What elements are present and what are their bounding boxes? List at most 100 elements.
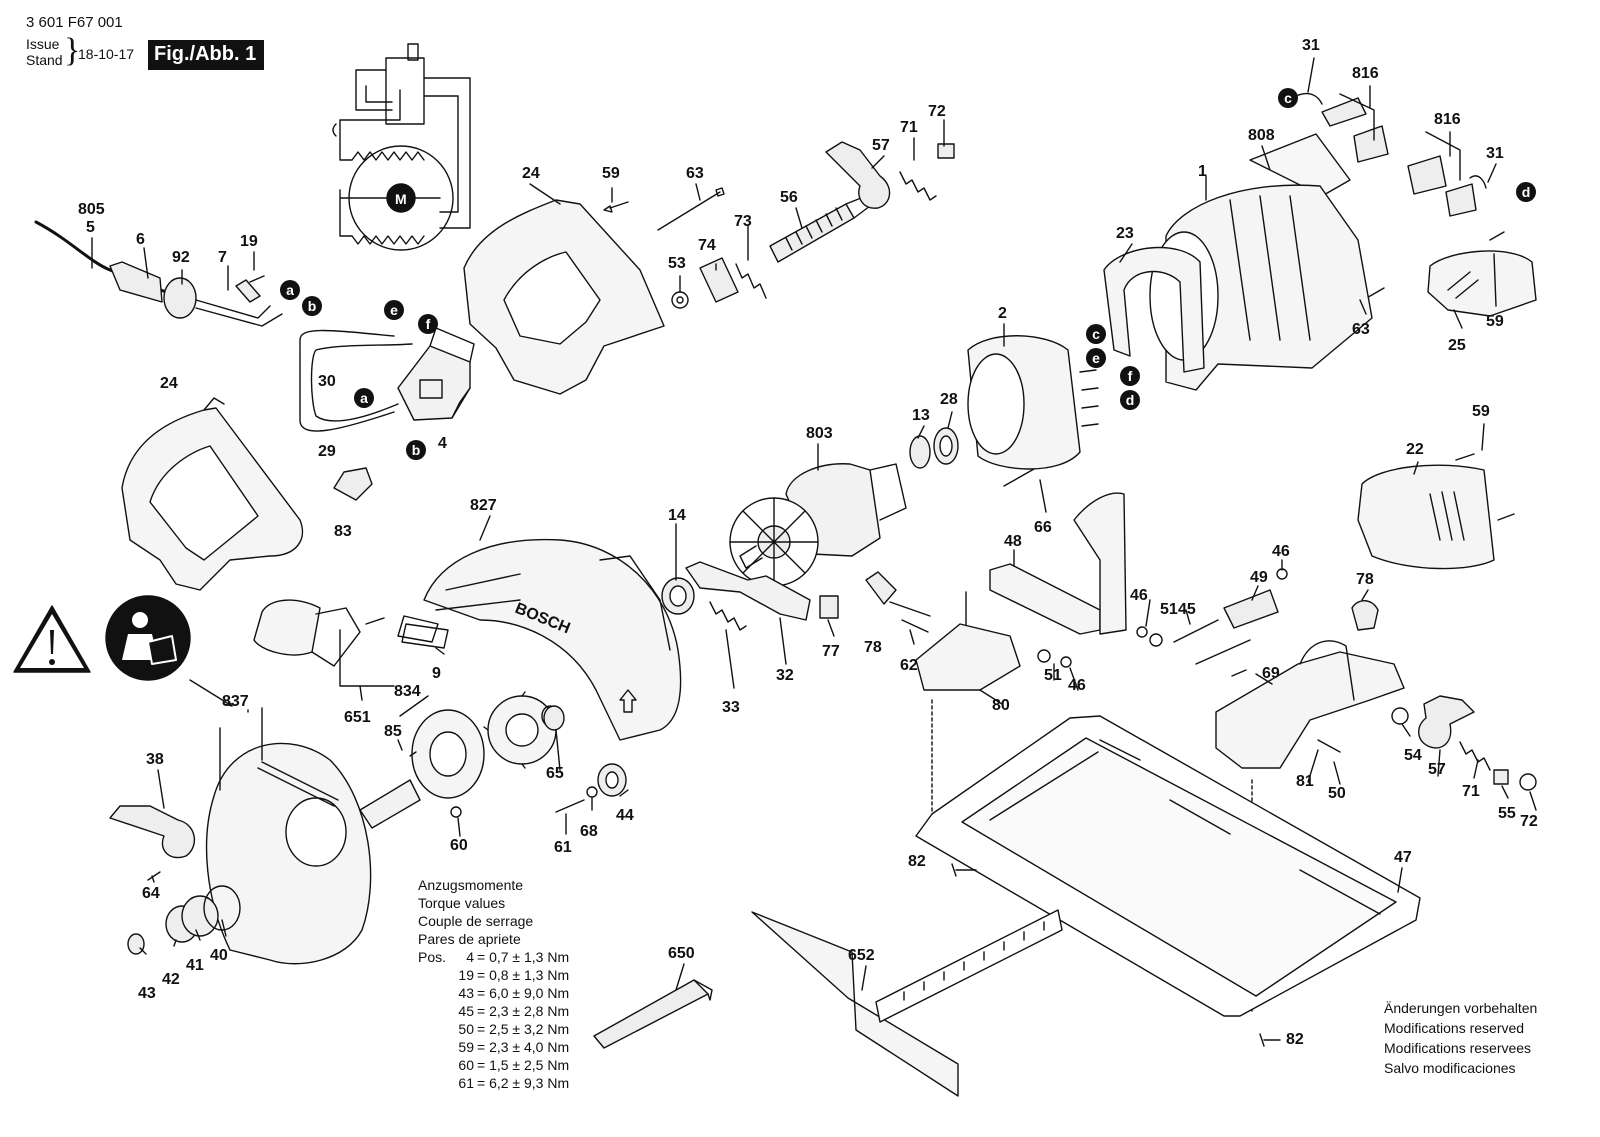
torque-pos: 59 — [458, 1039, 474, 1055]
callout-51b: 51 — [1044, 667, 1062, 684]
torque-pos-label — [418, 1074, 454, 1092]
connector-f1: f — [418, 314, 438, 334]
torque-pos: 19 — [458, 967, 474, 983]
callout-57a: 57 — [872, 137, 890, 154]
callout-85: 85 — [384, 723, 402, 740]
svg-text:b: b — [412, 442, 421, 458]
callout-31b: 31 — [1486, 145, 1504, 162]
torque-value: = 2,3 ± 4,0 Nm — [477, 1039, 570, 1055]
connector-e2: e — [1086, 348, 1106, 368]
torque-pos-label — [418, 966, 454, 984]
torque-value: = 2,3 ± 2,8 Nm — [477, 1003, 570, 1019]
callout-48: 48 — [1004, 533, 1022, 550]
torque-value: = 0,8 ± 1,3 Nm — [477, 967, 570, 983]
torque-pos-label — [418, 984, 454, 1002]
connector-b2: b — [406, 440, 426, 460]
modifications-fr: Modifications reservees — [1384, 1040, 1532, 1056]
callout-69: 69 — [1262, 665, 1280, 682]
modifications-en: Modifications reserved — [1384, 1020, 1525, 1036]
callout-44: 44 — [616, 807, 634, 824]
callout-83: 83 — [334, 523, 352, 540]
callout-816b: 816 — [1434, 111, 1461, 128]
callout-33: 33 — [722, 699, 740, 716]
motor-housing — [1165, 184, 1373, 391]
torque-pos-label — [418, 1038, 454, 1056]
torque-pos: 45 — [458, 1003, 474, 1019]
callout-63a: 63 — [686, 165, 704, 182]
callout-7: 7 — [218, 249, 227, 266]
issue-brace: } — [64, 32, 81, 69]
callout-72a: 72 — [928, 103, 946, 120]
connector-c2: c — [1086, 324, 1106, 344]
callout-51a: 51 — [1160, 601, 1178, 618]
callout-827: 827 — [470, 497, 497, 514]
torque-pos-label: Pos. — [418, 949, 447, 965]
figure-label: Fig./Abb. 1 — [148, 40, 265, 70]
torque-value: = 6,2 ± 9,3 Nm — [477, 1075, 570, 1091]
torque-row: 43= 6,0 ± 9,0 Nm — [418, 984, 609, 1002]
callout-92: 92 — [172, 249, 190, 266]
callout-50: 50 — [1328, 785, 1346, 802]
svg-text:d: d — [1522, 184, 1531, 200]
upper-blade-guard — [423, 538, 682, 741]
callout-837: 837 — [222, 693, 249, 710]
callout-808: 808 — [1248, 127, 1275, 144]
torque-row: 45= 2,3 ± 2,8 Nm — [418, 1002, 609, 1020]
svg-text:e: e — [1092, 350, 1100, 366]
connector-d1: d — [1516, 182, 1536, 202]
callout-30: 30 — [318, 373, 336, 390]
torque-pos: 50 — [458, 1021, 474, 1037]
callout-74: 74 — [698, 237, 716, 254]
callout-13: 13 — [912, 407, 930, 424]
torque-heading-fr: Couple de serrage — [418, 913, 534, 929]
callout-72b: 72 — [1520, 813, 1538, 830]
torque-heading-de: Anzugsmomente — [418, 877, 524, 893]
modifications-es: Salvo modificaciones — [1384, 1060, 1516, 1076]
issue-date: 18-10-17 — [78, 46, 135, 62]
callout-66: 66 — [1034, 519, 1052, 536]
callout-650: 650 — [668, 945, 695, 962]
torque-row: 19= 0,8 ± 1,3 Nm — [418, 966, 609, 984]
callout-32: 32 — [776, 667, 794, 684]
callout-54: 54 — [1404, 747, 1422, 764]
callout-55: 55 — [1498, 805, 1516, 822]
callout-53: 53 — [668, 255, 686, 272]
torque-value: = 2,5 ± 3,2 Nm — [477, 1021, 570, 1037]
torque-value: = 6,0 ± 9,0 Nm — [477, 985, 570, 1001]
connector-a2: a — [354, 388, 374, 408]
callout-59c: 59 — [1472, 403, 1490, 420]
callout-59b: 59 — [1486, 313, 1504, 330]
callout-46a: 46 — [1272, 543, 1290, 560]
connector-f2: f — [1120, 366, 1140, 386]
callout-60: 60 — [450, 837, 468, 854]
callout-38: 38 — [146, 751, 164, 768]
callout-14: 14 — [668, 507, 686, 524]
warning-triangle-icon — [13, 605, 91, 673]
callout-47: 47 — [1394, 849, 1412, 866]
callout-816a: 816 — [1352, 65, 1379, 82]
callout-834: 834 — [394, 683, 421, 700]
torque-pos-label — [418, 1002, 454, 1020]
callout-41: 41 — [186, 957, 204, 974]
callout-805: 805 — [78, 201, 105, 218]
svg-text:c: c — [1284, 90, 1292, 106]
torque-heading-en: Torque values — [418, 895, 506, 911]
callout-59a: 59 — [602, 165, 620, 182]
motor-circuit-icon — [332, 43, 471, 251]
svg-text:f: f — [1128, 368, 1133, 384]
callout-57b: 57 — [1428, 761, 1446, 778]
torque-pos: 61 — [458, 1075, 474, 1091]
callout-29: 29 — [318, 443, 336, 460]
svg-text:d: d — [1126, 392, 1135, 408]
modifications-note: Änderungen vorbehalten Modifications res… — [1384, 998, 1537, 1078]
lower-blade-guard — [205, 742, 372, 965]
svg-text:c: c — [1092, 326, 1100, 342]
callout-22: 22 — [1406, 441, 1424, 458]
callout-45: 45 — [1178, 601, 1196, 618]
torque-value: = 1,5 ± 2,5 Nm — [477, 1057, 570, 1073]
torque-row: 61= 6,2 ± 9,3 Nm — [418, 1074, 609, 1092]
callout-77: 77 — [822, 643, 840, 660]
callout-803: 803 — [806, 425, 833, 442]
callout-82a: 82 — [908, 853, 926, 870]
power-cable — [34, 220, 168, 294]
